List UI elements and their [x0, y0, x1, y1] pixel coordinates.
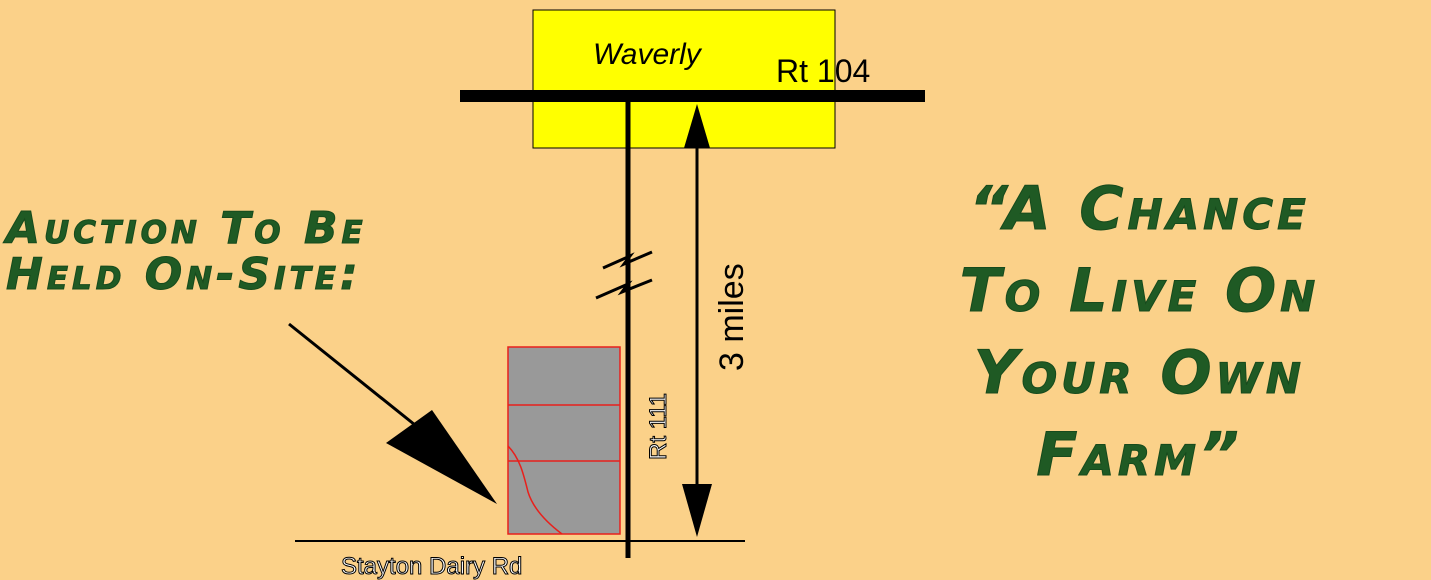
- road-break-symbol-2: [595, 278, 653, 300]
- pointer-arrow-head: [386, 410, 497, 504]
- property-parcel: [507, 346, 621, 535]
- distance-arrow-down-head: [682, 484, 712, 537]
- pointer-arrow-shaft: [288, 322, 431, 439]
- distance-arrow-up-head: [684, 104, 710, 148]
- slogan-line-4: Farm”: [1036, 420, 1243, 491]
- route-vertical-label: Rt 111: [645, 393, 672, 460]
- road-break-symbol: [602, 250, 653, 270]
- distance-label: 3 miles: [713, 263, 751, 371]
- slogan-line-2: To Live On: [959, 256, 1320, 327]
- parcel-boundary-curve: [507, 445, 563, 535]
- slogan-headline: “A Chance To Live On Your Own Farm”: [852, 168, 1427, 496]
- town-box: [532, 9, 836, 149]
- auction-caption: Auction To Be Held On-Site:: [6, 203, 566, 300]
- route-top-label: Rt 104: [776, 53, 870, 89]
- slogan-line-1: “A Chance: [969, 174, 1310, 245]
- auction-caption-line-2: Held On-Site:: [6, 249, 362, 300]
- town-name: Waverly: [593, 38, 703, 71]
- slogan-line-3: Your Own: [974, 338, 1305, 409]
- bottom-road-label: Stayton Dairy Rd: [341, 553, 522, 580]
- auction-caption-line-1: Auction To Be: [6, 203, 367, 254]
